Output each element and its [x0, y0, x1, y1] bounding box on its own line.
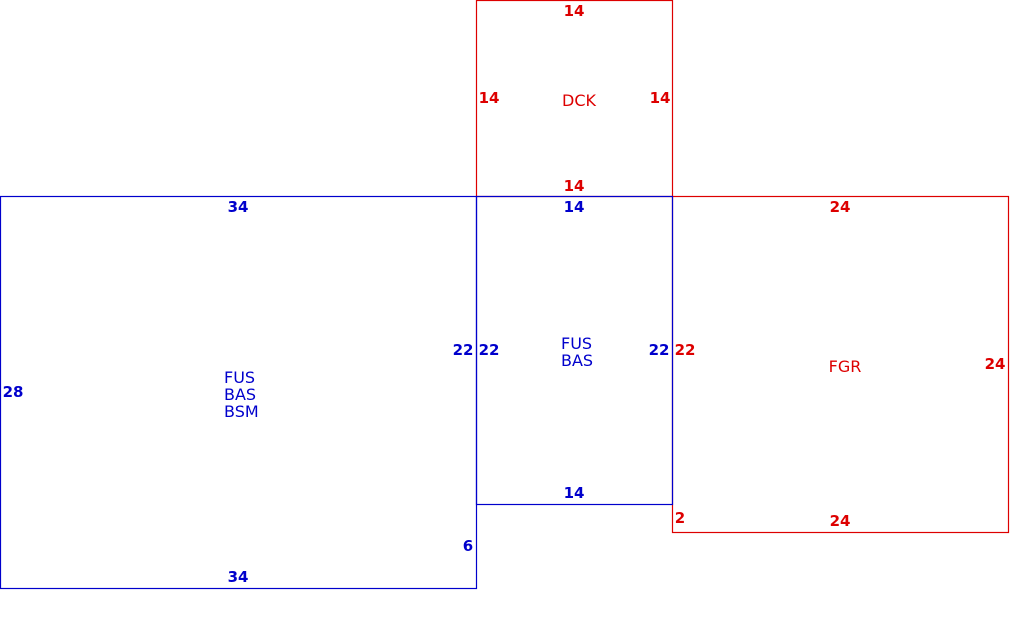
- fgr-top-dimension: 24: [830, 198, 851, 216]
- middle-top-dimension: 14: [564, 198, 585, 216]
- middle-area-code-1: FUS: [561, 334, 592, 353]
- middle-right-dimension: 22: [649, 341, 670, 359]
- dck-left-dimension: 14: [479, 89, 500, 107]
- fgr-step-dimension: 2: [675, 509, 685, 527]
- fgr-left-dimension: 22: [675, 341, 696, 359]
- dck-bottom-dimension: 14: [564, 177, 585, 195]
- fgr-bottom-dimension: 24: [830, 512, 851, 530]
- fgr-area-code: FGR: [829, 357, 862, 376]
- main-top-dimension: 34: [228, 198, 249, 216]
- dck-right-dimension: 14: [650, 89, 671, 107]
- main-right-dimension: 22: [453, 341, 474, 359]
- main-left-dimension: 28: [3, 383, 24, 401]
- main-area-code-2: BAS: [224, 385, 256, 404]
- dck-top-dimension: 14: [564, 2, 585, 20]
- main-area-code-3: BSM: [224, 402, 259, 421]
- main-step-dimension: 6: [463, 537, 473, 555]
- middle-left-dimension: 22: [479, 341, 500, 359]
- middle-bottom-dimension: 14: [564, 484, 585, 502]
- main-bottom-dimension: 34: [228, 568, 249, 586]
- middle-area-outline: [475, 195, 674, 506]
- dck-area-code: DCK: [562, 91, 596, 110]
- middle-area-code-2: BAS: [561, 351, 593, 370]
- fgr-right-dimension: 24: [985, 355, 1006, 373]
- main-area-code-1: FUS: [224, 368, 255, 387]
